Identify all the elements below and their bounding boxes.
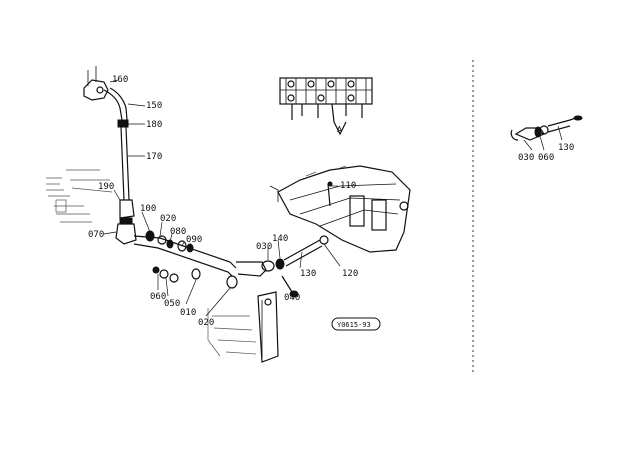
part-label-020: 020 [160, 214, 176, 224]
inset-label-030: 030 [518, 153, 534, 163]
inset-label-060: 060 [538, 153, 554, 163]
part-label-130: 130 [300, 269, 316, 279]
valve-bank-detail [279, 77, 373, 136]
part-label-080: 080 [170, 227, 186, 237]
linkage-shaft [133, 230, 238, 289]
part-label-070: 070 [88, 230, 104, 240]
adjuster-rod [236, 235, 329, 298]
part-label-010: 010 [180, 308, 196, 318]
part-label-030: 030 [256, 242, 272, 252]
part-label-160: 160 [112, 75, 128, 85]
part-label-020b: 020 [198, 318, 214, 328]
inset-label-130: 130 [558, 143, 574, 153]
part-label-100: 100 [140, 204, 156, 214]
lower-mount-bracket [207, 291, 279, 363]
part-label-170: 170 [146, 152, 162, 162]
leader-lines [103, 79, 563, 317]
part-label-090: 090 [186, 235, 202, 245]
faint-housing-left [46, 169, 113, 223]
part-label-140: 140 [272, 234, 288, 244]
upper-lever-assembly [83, 66, 137, 245]
figure-code-badge: Y0615-93 [331, 317, 381, 331]
part-labels: 160 150 180 170 190 100 020 080 090 070 … [88, 75, 358, 328]
part-label-050: 050 [164, 299, 180, 309]
inset-labels: 030 060 130 [518, 143, 574, 163]
inset-rod-assembly [510, 115, 583, 141]
part-label-180: 180 [146, 120, 162, 130]
part-label-060: 060 [150, 292, 166, 302]
part-label-110: 110 [340, 181, 356, 191]
detail-marker-a: A [337, 125, 342, 134]
part-label-120: 120 [342, 269, 358, 279]
part-label-190: 190 [98, 182, 114, 192]
control-valve-body [269, 165, 411, 253]
figure-code: Y0615-93 [337, 321, 371, 329]
part-label-040: 040 [284, 293, 300, 303]
part-label-150: 150 [146, 101, 162, 111]
